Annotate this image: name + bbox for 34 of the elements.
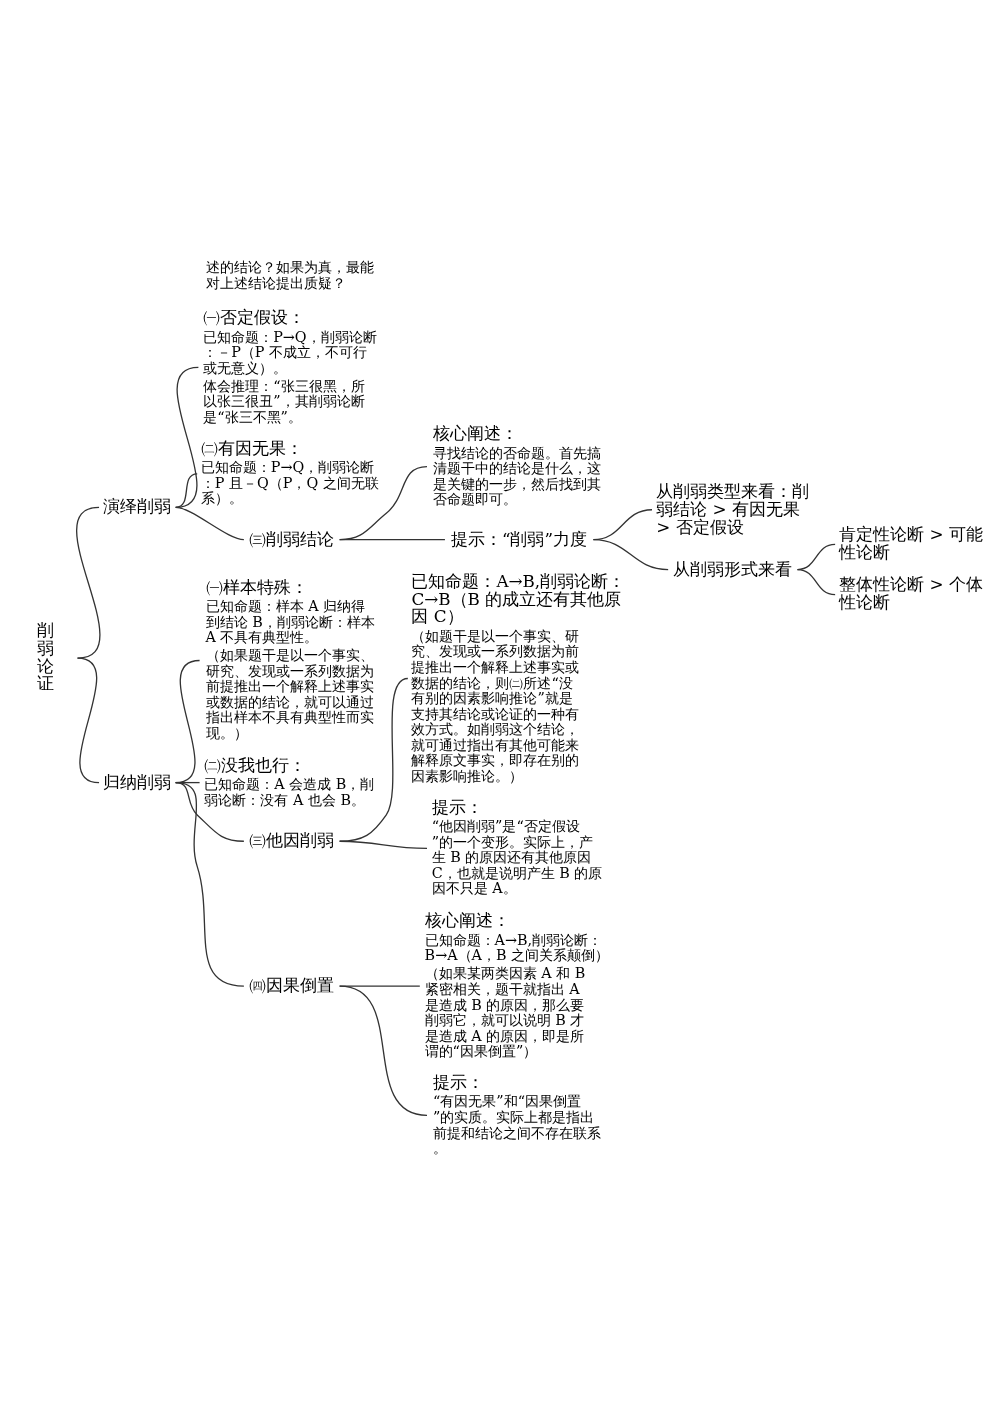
node-text: ㈣因果倒置 <box>248 974 334 995</box>
node-text: 从削弱类型来看：削弱结论 > 有因无果 > 否定假设 <box>656 480 810 537</box>
node-text: ㈠样本特殊： 已知命题：样本 A 归纳得到结论 B，削弱论断：样本 A 不具有典型性。 （如果题干是以一个事实、研究、发现或一系列数据为前提推出一个解释上述事实或数据的结论，就可以通过指出样本不具有典型性而实现。） <box>205 576 375 741</box>
connector <box>338 677 409 842</box>
connector <box>175 506 245 540</box>
node-text: ㈡没我也行： 已知命题：A 会造成 B，削弱论断：没有 A 也会 B。 <box>204 754 375 808</box>
node-text: 提示： “他因削弱”是“否定假设”的一个变形。实际上，产生 B 的原因还有其他原因 C，也就是说明产生 B 的原因不只是 A。 <box>431 796 603 896</box>
connector <box>76 656 100 783</box>
node-text: ㈡有因无果： 已知命题：P→Q，削弱论断：P 且－Q（P，Q 之间无联系）。 <box>200 437 379 506</box>
connector <box>175 781 245 987</box>
node-text: 核心阐述： 已知命题：A→B,削弱论断：B→A（A，B 之间关系颠倒） （如果某两类因素 A 和 B 紧密相关，题干就指出 A 是造成 B 的原因，那么要削弱它，就可以说明 B 才是造成 A 的原因，即是所谓的“因果倒置”） <box>424 909 610 1059</box>
connector <box>338 538 446 540</box>
connector <box>175 472 198 508</box>
connector <box>338 984 421 987</box>
node-text: 归纳削弱 <box>102 771 171 792</box>
connector <box>592 538 669 570</box>
node-text: 整体性论断 > 个体性论断 <box>839 573 983 612</box>
connector <box>338 840 428 849</box>
connector <box>76 506 101 659</box>
node-text: 演绎削弱 <box>102 495 171 516</box>
node-text: 核心阐述： 寻找结论的否命题。首先搞清题干中的结论是什么，这是关键的一步，然后找到其否命题即可。 <box>432 422 601 507</box>
connector <box>796 568 836 595</box>
node-text: 肯定性论断 > 可能性论断 <box>839 523 983 562</box>
connector <box>338 984 428 1116</box>
node-text: ㈢削弱结论 <box>248 528 334 549</box>
node-text: ㈢他因削弱 <box>248 829 334 850</box>
connector <box>175 366 200 508</box>
node-text: 削弱论证 <box>36 619 54 693</box>
node-text: 从削弱形式来看 <box>672 558 792 579</box>
node-text: 提示： “有因无果”和“因果倒置”的实质。实际上都是指出前提和结论之间不存在联系。 <box>432 1071 601 1156</box>
node-text: 提示：“削弱”力度 <box>450 528 588 549</box>
node-text: 已知命题：A→B,削弱论断：C→B（B 的成立还有其他原因 C） （如题干是以一个事实、研究、发现或一系列数据为前提推出一个解释上述事实或数据的结论，则㈡所述“没有别的因素影响推论”就是支持其结论或论证的一种有效方式。如削弱这个结论，就可通过指出有其他可能来解释原文事实，即存在别的因素影响推论。） <box>411 570 626 784</box>
node-text: ㈠否定假设： 已知命题：P→Q，削弱论断：－P（P 不成立，不可行或无意义）。 体会推理：“张三很黑，所以张三很丑”，其削弱论断是“张三不黑”。 <box>203 306 377 425</box>
label: 述的结论？如果为真，最能对上述结论提出质疑？ <box>205 258 374 291</box>
